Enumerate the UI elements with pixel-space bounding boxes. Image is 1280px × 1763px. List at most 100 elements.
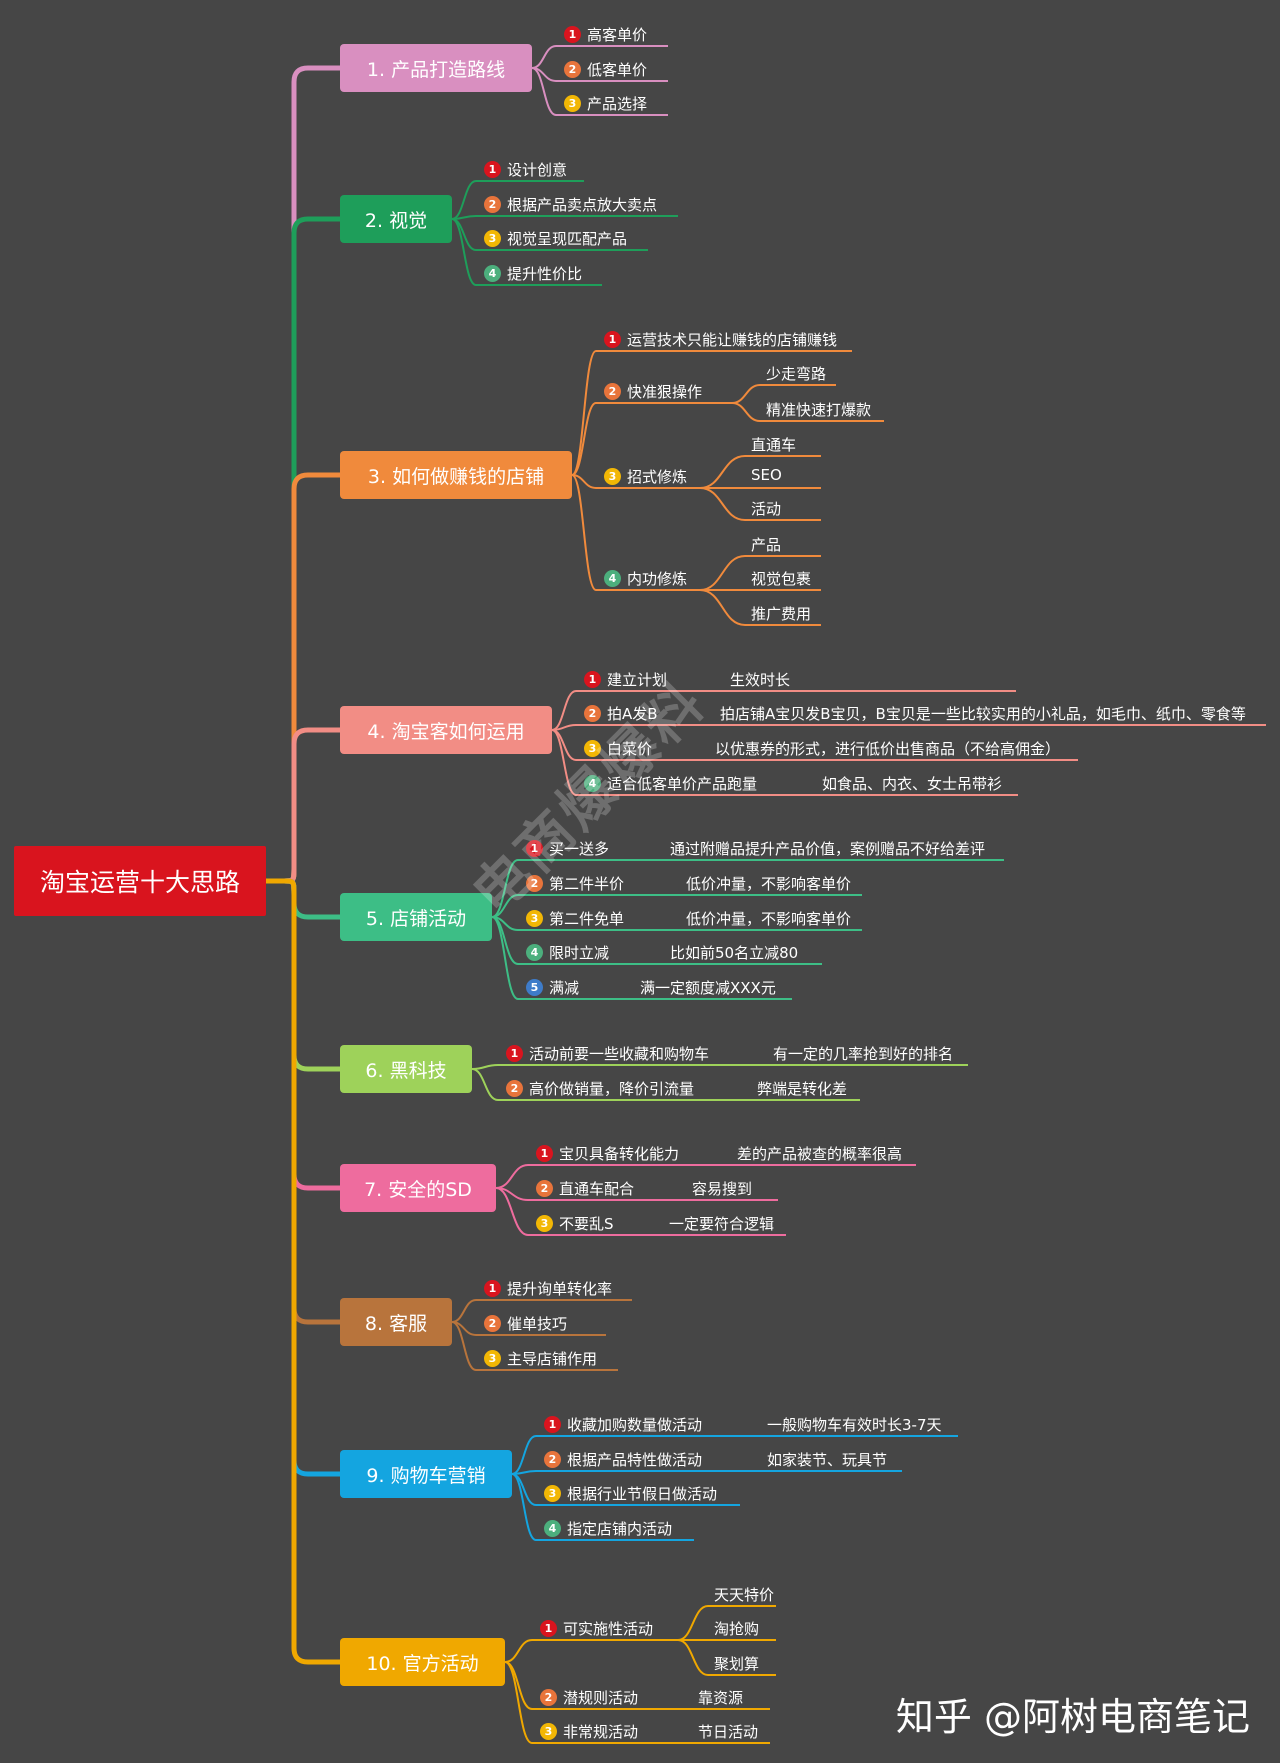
item-connector-1-3 [531,67,668,116]
number-badge: 1 [540,1619,557,1637]
topic-note: 如家装节、玩具节 [767,1451,888,1469]
number-badge: 1 [544,1415,561,1433]
sub-leaf: 聚划算 [714,1655,760,1673]
topic-note: 如食品、内衣、女士吊带衫 [822,775,1003,793]
number-badge: 4 [484,264,501,282]
item-connector-9-4 [511,1473,694,1541]
number-badge: 3 [604,467,621,485]
sub-leaf: 天天特价 [714,1586,775,1604]
branch-node-7: 7. 安全的SD [340,1164,496,1212]
branch-node-10: 10. 官方活动 [340,1638,505,1686]
topic-note: 生效时长 [730,671,791,689]
item-connector-9-1 [511,1435,958,1475]
item-connector-8-3 [451,1321,618,1371]
item-connector-5-2 [491,894,862,918]
leaf-connector-3-4-3 [699,589,821,626]
leaf-connector-10-1-3 [677,1639,776,1676]
topic-item-label: 视觉呈现匹配产品 [507,229,628,248]
number-badge: 1 [584,670,601,688]
root-node: 淘宝运营十大思路 [14,846,266,916]
topic-item-label: 产品选择 [587,94,648,113]
number-badge: 3 [536,1214,553,1232]
topic-note: 拍店铺A宝贝发B宝贝，B宝贝是一些比较实用的小礼品，如毛巾、纸巾、零食等 [720,705,1246,723]
topic-item-label: 高客单价 [587,25,648,44]
topic-item-label: 买一送多 [549,839,610,858]
number-badge: 4 [526,943,543,961]
topic-note: 低价冲量，不影响客单价 [686,910,852,928]
number-badge: 2 [526,874,543,892]
leaf-connector-3-2-2 [731,402,884,422]
topic-note: 一般购物车有效时长3-7天 [767,1416,942,1434]
topic-item-label: 可实施性活动 [563,1619,654,1638]
topic-item-label: 催单技巧 [507,1314,568,1333]
number-badge: 2 [564,60,581,78]
topic-item-label: 提升询单转化率 [507,1279,613,1298]
topic-item-label: 指定店铺内活动 [567,1519,673,1538]
topic-note: 低价冲量，不影响客单价 [686,875,852,893]
number-badge: 3 [584,739,601,757]
topic-item: 4 限时立减 [526,942,609,962]
number-badge: 4 [584,774,601,792]
topic-item: 1 高客单价 [564,24,647,44]
number-badge: 1 [564,25,581,43]
branch-node-3: 3. 如何做赚钱的店铺 [340,451,572,499]
leaf-connector-3-2-1 [731,384,836,404]
topic-item-label: 第二件免单 [549,909,625,928]
topic-item-label: 根据产品卖点放大卖点 [507,195,658,214]
topic-note: 容易搜到 [692,1180,753,1198]
number-badge: 1 [536,1144,553,1162]
number-badge: 4 [604,569,621,587]
credit-text: 知乎 @阿树电商笔记 [895,1695,1250,1739]
topic-item-label: 设计创意 [507,160,568,179]
number-badge: 2 [484,195,501,213]
topic-item-label: 限时立减 [549,943,610,962]
topic-item: 2 根据产品卖点放大卖点 [484,194,657,214]
topic-item-label: 快准狠操作 [627,382,703,401]
branch-node-4: 4. 淘宝客如何运用 [340,706,552,754]
leaf-connector-3-3-3 [699,487,821,521]
branch-node-9: 9. 购物车营销 [340,1450,512,1498]
topic-item: 1 收藏加购数量做活动 [544,1414,702,1434]
branch-node-1: 1. 产品打造路线 [340,44,532,92]
sub-leaf: SEO [751,466,782,484]
number-badge: 5 [526,978,543,996]
number-badge: 3 [540,1722,557,1740]
item-connector-10-3 [504,1661,770,1744]
item-connector-4-1 [551,690,1016,731]
sub-leaf: 淘抢购 [714,1620,760,1638]
leaf-connector-3-3-1 [699,455,821,489]
item-connector-3-4 [571,474,700,591]
topic-item: 1 可实施性活动 [540,1618,653,1638]
number-badge: 4 [544,1519,561,1537]
number-badge: 3 [564,94,581,112]
item-connector-3-1 [571,350,852,476]
topic-item: 3 产品选择 [564,93,647,113]
sub-leaf: 少走弯路 [766,365,827,383]
number-badge: 2 [536,1179,553,1197]
item-connector-8-1 [451,1299,632,1323]
item-connector-6-2 [471,1068,860,1101]
topic-item-label: 低客单价 [587,60,648,79]
topic-item-label: 非常规活动 [563,1722,639,1741]
item-connector-2-1 [451,180,584,220]
topic-item-label: 收藏加购数量做活动 [567,1415,703,1434]
